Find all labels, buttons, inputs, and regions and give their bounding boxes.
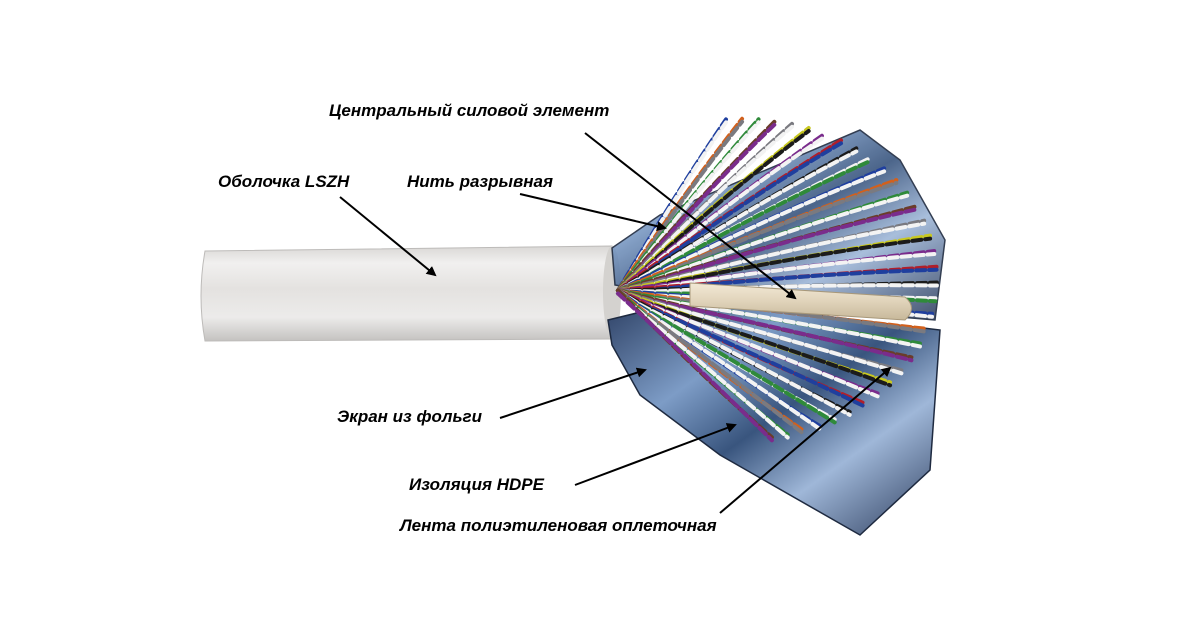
central-strength-member	[689, 282, 912, 321]
arrow-foil-shield	[499, 367, 647, 419]
cable-sheath	[200, 245, 619, 342]
wire-strand	[616, 141, 844, 296]
label-central-strength-member: Центральный силовой элемент	[329, 101, 610, 120]
arrow-sheath	[339, 196, 437, 277]
label-insulation: Изоляция HDPE	[409, 475, 544, 494]
arrow-rip-cord	[519, 193, 667, 232]
wire-strand	[616, 291, 774, 443]
wire-pairs	[616, 116, 939, 443]
arrow-central-strength-member	[584, 132, 797, 300]
arrow-binder-tape	[719, 366, 892, 514]
label-sheath: Оболочка LSZH	[218, 172, 350, 191]
label-foil-shield: Экран из фольги	[337, 407, 482, 426]
label-rip-cord: Нить разрывная	[407, 172, 554, 191]
arrow-insulation	[574, 423, 737, 486]
label-binder-tape: Лента полиэтиленовая оплеточная	[400, 516, 717, 535]
